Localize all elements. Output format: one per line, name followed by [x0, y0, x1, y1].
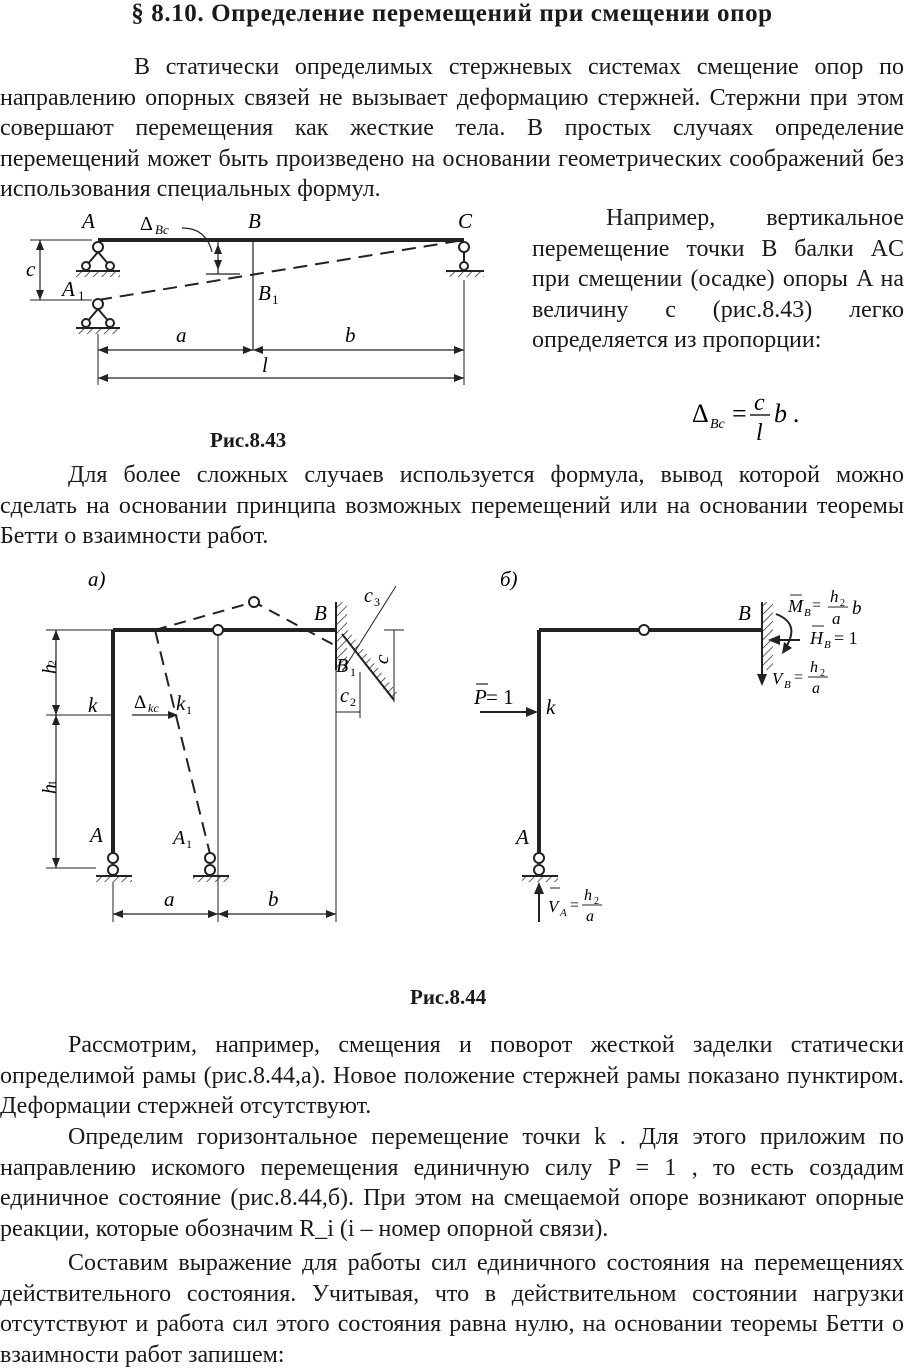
label-b: B	[248, 209, 261, 233]
paragraph-1: В статически определимых стержневых сист…	[0, 54, 904, 202]
b-label-a: A	[514, 825, 529, 849]
caption-fig-8-44: Рис.8.44	[410, 985, 487, 1009]
label-a1: A	[60, 277, 75, 301]
b-label-b: B	[738, 601, 751, 625]
label-c: C	[458, 209, 473, 233]
b-label-vb-den: a	[812, 680, 820, 697]
a-label-a-dim: a	[164, 887, 175, 911]
b-label-vb-num: h	[810, 659, 818, 676]
caption-fig-8-43: Рис.8.43	[210, 428, 287, 452]
a-label-b1-sub: 1	[350, 665, 356, 679]
a-label-h2-sub: 2	[45, 660, 59, 666]
a-label-k1: k	[176, 691, 186, 715]
support-a1	[76, 298, 120, 334]
b-label-vb-sub: B	[784, 679, 791, 691]
a-label-delta: Δ	[134, 692, 146, 713]
b-label-hb-eq: = 1	[834, 628, 858, 648]
paragraph-2: Например, вертикальное перемещение точки…	[532, 205, 904, 353]
a-label-c2-sub: 2	[350, 695, 356, 709]
b-label-mb-b: b	[852, 598, 862, 619]
section-title: § 8.10. Определение перемещений при смещ…	[131, 0, 773, 27]
a-label-a1-sub: 1	[186, 837, 192, 851]
b-label-mb: M	[787, 596, 804, 616]
a-label-b-dim: b	[268, 887, 279, 911]
panel-b-label: б)	[500, 567, 518, 591]
b-label-va-eq: =	[570, 897, 579, 914]
b-label-p: P	[473, 685, 487, 709]
label-l-dim: l	[262, 353, 268, 377]
formula-delta-bc: Δ Bc = c l b .	[692, 390, 800, 446]
support-a	[76, 241, 120, 277]
a-label-c3: c	[364, 585, 373, 607]
b-label-mb-num: h	[830, 587, 839, 606]
displaced-beam	[97, 239, 465, 301]
a-label-c1: c	[371, 653, 394, 666]
a-label-c2: c	[340, 685, 349, 707]
label-b1: B	[258, 281, 271, 305]
a-label-c3-sub: 3	[374, 595, 380, 609]
b-label-hb: H	[809, 628, 824, 648]
formula-lhs: Δ	[692, 399, 709, 428]
a-label-k: k	[88, 693, 98, 717]
a-label-h2: h	[39, 664, 61, 674]
label-delta-sub: Bc	[155, 222, 169, 237]
b-label-va-num: h	[584, 887, 592, 904]
support-c	[446, 241, 484, 277]
b-label-mb-eq: =	[812, 597, 821, 614]
label-a: A	[80, 209, 95, 233]
b-label-mb-num-sub: 2	[840, 598, 845, 609]
panel-a-label: а)	[88, 567, 106, 591]
formula-num: c	[754, 390, 765, 416]
formula-eq: =	[732, 399, 747, 428]
b-label-vb-num-sub: 2	[820, 668, 825, 679]
b-label-p-eq: = 1	[486, 685, 514, 709]
label-b-dim: b	[345, 323, 356, 347]
b-label-va-sub: A	[559, 907, 567, 919]
b-label-vb-eq: =	[794, 669, 803, 686]
b-label-k: k	[546, 695, 556, 719]
a-label-h1: h	[39, 784, 61, 794]
label-c-dim: c	[26, 257, 36, 281]
paragraph-5: Определим горизонтальное перемещение точ…	[0, 1124, 904, 1242]
label-delta: Δ	[140, 213, 153, 235]
b-label-va: V	[548, 897, 561, 916]
b-label-hb-sub: B	[824, 639, 831, 651]
b-label-va-num-sub: 2	[594, 896, 599, 907]
label-b1-sub: 1	[272, 292, 279, 307]
formula-den: l	[756, 420, 763, 446]
formula-lhs-sub: Bc	[710, 417, 726, 432]
a-label-h1-sub: 1	[45, 780, 59, 786]
a-label-b1: B	[336, 655, 348, 677]
label-a1-sub: 1	[78, 288, 85, 303]
paragraph-6: Составим выражение для работы сил единич…	[0, 1250, 904, 1368]
a-label-delta-sub: kc	[148, 701, 159, 715]
figure-8-44: а) B B 1 c 3 c c 2 k	[39, 567, 862, 925]
figure-8-43: A B C Δ Bc A 1 B 1 c a b l	[26, 209, 484, 385]
a-label-b: B	[314, 601, 327, 625]
a-label-a: A	[88, 823, 103, 847]
label-a-dim: a	[176, 323, 187, 347]
a-label-k1-sub: 1	[186, 703, 192, 717]
b-label-mb-den: a	[832, 609, 841, 628]
b-label-va-den: a	[586, 908, 594, 925]
formula-rhs: b .	[774, 399, 800, 428]
b-label-mb-sub: B	[804, 607, 811, 619]
paragraph-3: Для более сложных случаев используется ф…	[0, 462, 904, 549]
a-label-a1: A	[171, 827, 186, 849]
b-label-vb: V	[772, 669, 785, 688]
paragraph-4: Рассмотрим, например, смещения и поворот…	[0, 1032, 904, 1119]
